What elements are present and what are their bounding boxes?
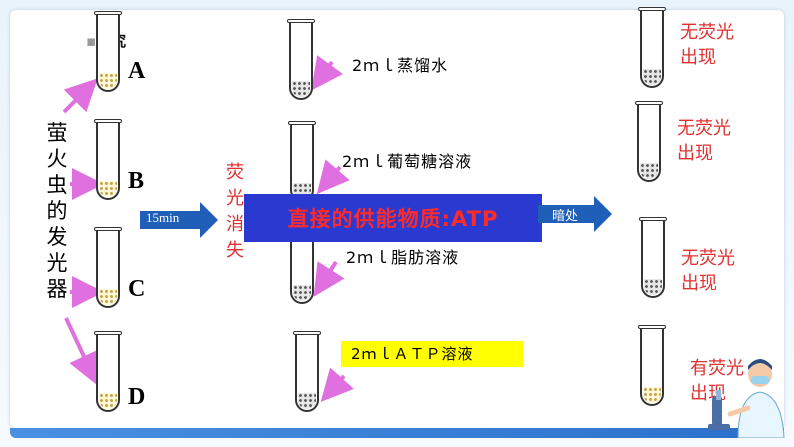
solution-water: 2ｍｌ蒸馏水: [352, 56, 449, 75]
tube-result-1: [638, 7, 666, 88]
tube-content: [99, 181, 117, 197]
result-line: 出现: [680, 47, 716, 68]
firefly-char: 光: [46, 251, 68, 275]
tube-content: [644, 279, 662, 295]
tube-content: [292, 81, 310, 97]
tube-content: [99, 393, 117, 409]
tube-content: [643, 69, 661, 85]
tube-content: [99, 289, 117, 305]
time-label: 15min: [146, 210, 180, 225]
tube-result-2: [635, 101, 663, 182]
firefly-label: 萤 火 虫 的 发 光 器: [44, 120, 70, 302]
tube-result-3: [639, 217, 667, 298]
tube-content: [298, 393, 316, 409]
result-2: 无荧光 出现: [677, 116, 731, 166]
tube-content: [293, 285, 311, 301]
tube-glucose: [288, 121, 316, 202]
pink-arrow-glucose: [316, 159, 350, 195]
dark-arrow: [538, 196, 612, 232]
result-1: 无荧光 出现: [680, 20, 734, 70]
tube-a: [94, 11, 122, 92]
fluorescence-gone-label: 荧 光 消 失: [226, 160, 248, 264]
tube-result-4: [638, 325, 666, 406]
firefly-char: 发: [46, 225, 68, 249]
solution-glucose: 2ｍｌ葡萄糖溶液: [342, 152, 473, 171]
result-3: 无荧光 出现: [681, 246, 735, 296]
tube-content: [99, 73, 117, 89]
solution-fat: 2ｍｌ脂肪溶液: [346, 248, 460, 267]
gone-char: 荧: [226, 162, 244, 183]
tube-content: [640, 163, 658, 179]
solution-atp: 2ｍｌＡＴＰ溶液: [341, 341, 523, 367]
gone-char: 失: [226, 240, 244, 261]
firefly-char: 萤: [46, 121, 68, 145]
tube-c: [94, 227, 122, 308]
conclusion-box: 直接的供能物质:ATP: [244, 194, 542, 242]
tube-b: [94, 119, 122, 200]
letter-a: A: [128, 58, 146, 84]
result-line: 无荧光: [681, 248, 735, 269]
gone-char: 光: [226, 188, 244, 209]
pink-arrow-fat: [313, 260, 345, 297]
pink-arrow-atp: [320, 367, 354, 402]
conclusion-text: 直接的供能物质:ATP: [287, 207, 499, 231]
firefly-char: 的: [46, 199, 68, 223]
firefly-char: 器: [46, 277, 68, 301]
result-line: 无荧光: [677, 118, 731, 139]
title-partial-glyph: ▪: [86, 32, 97, 50]
result-line: 有荧光: [690, 358, 744, 379]
result-line: 无荧光: [680, 22, 734, 43]
pink-arrow-d: [64, 317, 99, 386]
dark-label: 暗处: [552, 209, 579, 224]
pink-arrow-water: [311, 55, 344, 91]
letter-c: C: [128, 276, 146, 302]
tube-content: [643, 387, 661, 403]
letter-b: B: [128, 168, 145, 194]
scientist-illustration: [708, 359, 785, 438]
tube-water: [287, 19, 315, 100]
time-arrow: [140, 202, 218, 238]
firefly-char: 虫: [46, 173, 68, 197]
tube-d: [94, 331, 122, 412]
tube-atp: [293, 331, 321, 412]
result-line: 出现: [681, 273, 717, 294]
result-line: 出现: [677, 143, 713, 164]
gone-char: 消: [226, 214, 244, 235]
pink-arrow-a: [62, 78, 98, 114]
letter-d: D: [128, 384, 146, 410]
bottom-bar: [10, 428, 784, 438]
firefly-char: 火: [46, 147, 68, 171]
